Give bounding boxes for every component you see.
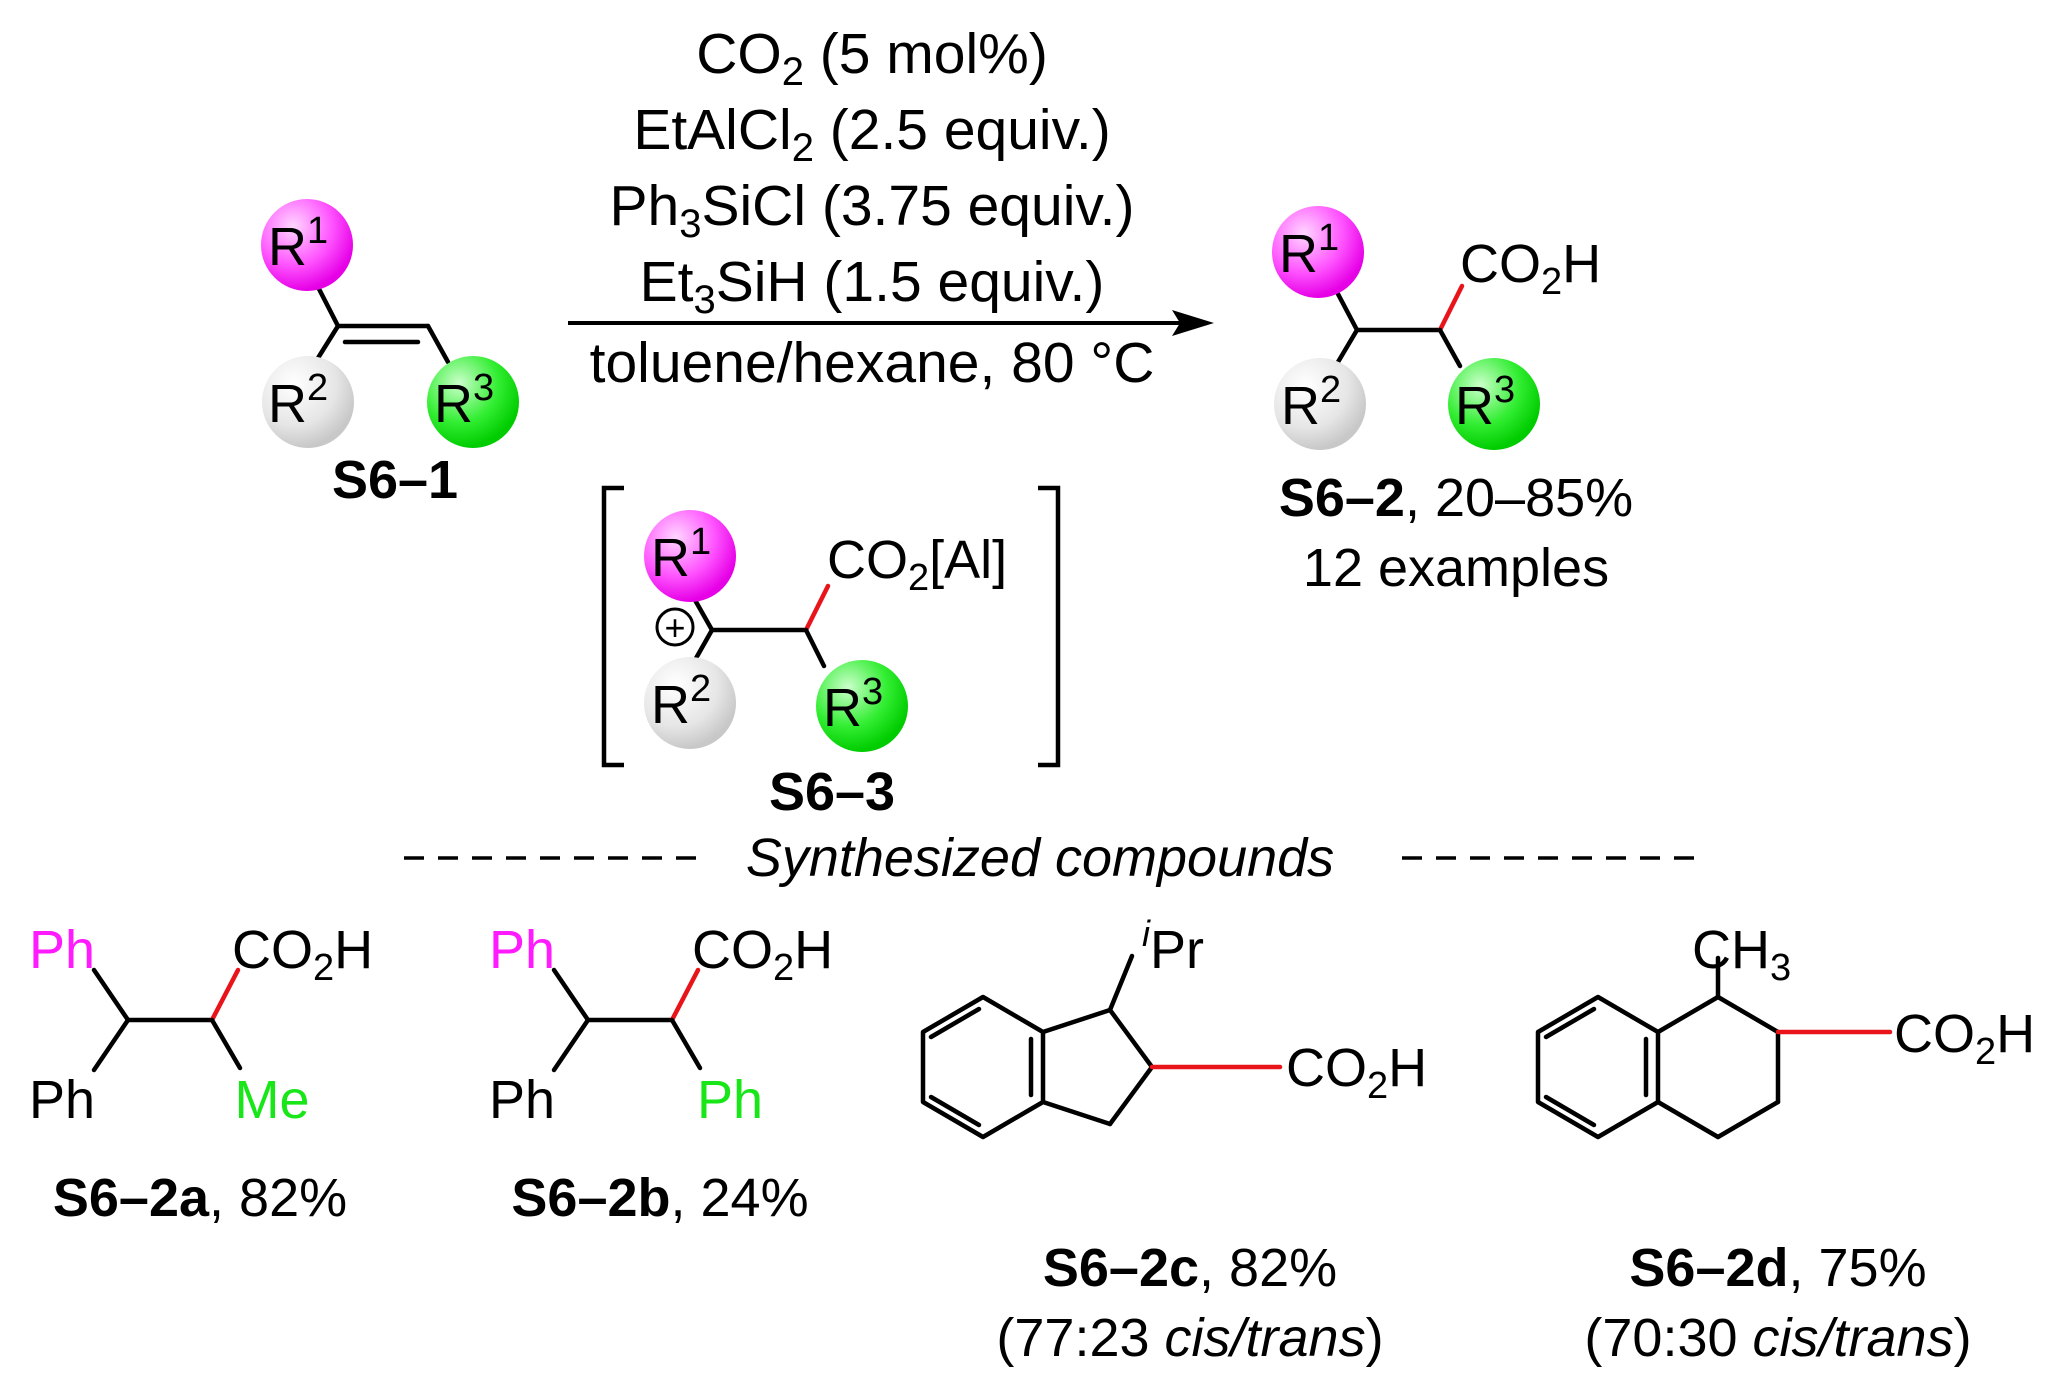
- compound-s6-2d: CH3 CO2H S6–2d, 75% (70:30 cis/trans): [1535, 920, 2035, 1368]
- reaction-conditions: CO2 (5 mol%) EtAlCl2 (2.5 equiv.) Ph3SiC…: [568, 22, 1214, 395]
- svg-text:S6–2c, 82%: S6–2c, 82%: [1043, 1238, 1337, 1298]
- r2-sphere: [644, 657, 736, 749]
- cation-charge: +: [664, 607, 685, 648]
- substrate-id: S6–1: [332, 450, 458, 510]
- r1-sphere: [1272, 206, 1364, 298]
- svg-text:(70:30 cis/trans): (70:30 cis/trans): [1584, 1308, 1971, 1368]
- svg-text:CO2H: CO2H: [692, 920, 833, 989]
- svg-text:CH3: CH3: [1692, 920, 1791, 989]
- intermediate-id: S6–3: [769, 762, 895, 822]
- svg-text:Et3SiH (1.5 equiv.): Et3SiH (1.5 equiv.): [640, 250, 1105, 322]
- product-id-yield: S6–2, 20–85%: [1279, 468, 1633, 528]
- compound-s6-2c: iPr CO2H S6–2c, 82% (77:23 cis/trans): [920, 913, 1427, 1368]
- svg-text:EtAlCl2 (2.5 equiv.): EtAlCl2 (2.5 equiv.): [633, 98, 1110, 170]
- section-divider: Synthesized compounds: [404, 828, 1698, 888]
- phenyl-top: Ph: [29, 920, 95, 980]
- r3-label: R: [434, 374, 473, 434]
- phenyl-substituent: Ph: [697, 1070, 763, 1130]
- svg-text:CO2 (5 mol%): CO2 (5 mol%): [696, 22, 1048, 94]
- intermediate-s6-3: R1 R2 R3 + CO2[Al] S6–3: [601, 485, 1061, 822]
- right-bracket: [1038, 485, 1061, 768]
- r2-sphere: [1274, 358, 1366, 450]
- r2-label: R: [268, 374, 307, 434]
- compound-s6-2b: Ph Ph CO2H Ph S6–2b, 24%: [489, 920, 833, 1228]
- svg-text:R2: R2: [268, 367, 328, 434]
- left-bracket: [601, 485, 624, 768]
- svg-text:(77:23 cis/trans): (77:23 cis/trans): [996, 1308, 1383, 1368]
- product-examples: 12 examples: [1303, 538, 1609, 598]
- solvent-temperature: toluene/hexane, 80 °C: [590, 331, 1155, 395]
- r3-sphere: [1448, 358, 1540, 450]
- r1-sphere: [644, 510, 736, 602]
- svg-text:iPr: iPr: [1142, 913, 1204, 980]
- svg-text:CO2H: CO2H: [1894, 1004, 2035, 1073]
- svg-text:R3: R3: [434, 367, 494, 434]
- r1-label: R: [268, 217, 307, 277]
- phenyl-bottom: Ph: [489, 1070, 555, 1130]
- phenyl-top: Ph: [489, 920, 555, 980]
- svg-text:Ph3SiCl (3.75 equiv.): Ph3SiCl (3.75 equiv.): [610, 174, 1135, 246]
- r2-sphere: [262, 356, 354, 448]
- svg-text:R2: R2: [651, 668, 711, 735]
- svg-text:R1: R1: [1279, 217, 1339, 284]
- svg-text:CO2[Al]: CO2[Al]: [827, 530, 1007, 599]
- svg-text:S6–2a, 82%: S6–2a, 82%: [53, 1168, 347, 1228]
- cation-charge-circle: [655, 607, 695, 647]
- svg-text:R3: R3: [1455, 369, 1515, 436]
- r3-sphere: [816, 660, 908, 752]
- arrow-head: [1172, 310, 1214, 336]
- phenyl-bottom: Ph: [29, 1070, 95, 1130]
- section-title: Synthesized compounds: [746, 828, 1334, 888]
- substrate-s6-1: R1 R2 R3 S6–1: [261, 199, 519, 510]
- svg-text:R1: R1: [651, 521, 711, 588]
- r3-sphere: [427, 356, 519, 448]
- svg-text:R2: R2: [1281, 369, 1341, 436]
- svg-text:S6–2b, 24%: S6–2b, 24%: [511, 1168, 808, 1228]
- product-s6-2: R1 R2 R3 CO2H S6–2, 20–85% 12 examples: [1272, 206, 1633, 598]
- svg-text:S6–2d, 75%: S6–2d, 75%: [1629, 1238, 1926, 1298]
- r1-sphere: [261, 199, 353, 291]
- svg-text:CO2H: CO2H: [1286, 1038, 1427, 1107]
- svg-text:CO2H: CO2H: [232, 920, 373, 989]
- svg-text:R3: R3: [823, 671, 883, 738]
- svg-text:R1: R1: [268, 210, 328, 277]
- compound-s6-2a: Ph Ph CO2H Me S6–2a, 82%: [29, 920, 373, 1228]
- product-carboxylic-acid: CO2H: [1460, 234, 1601, 303]
- methyl: Me: [234, 1070, 309, 1130]
